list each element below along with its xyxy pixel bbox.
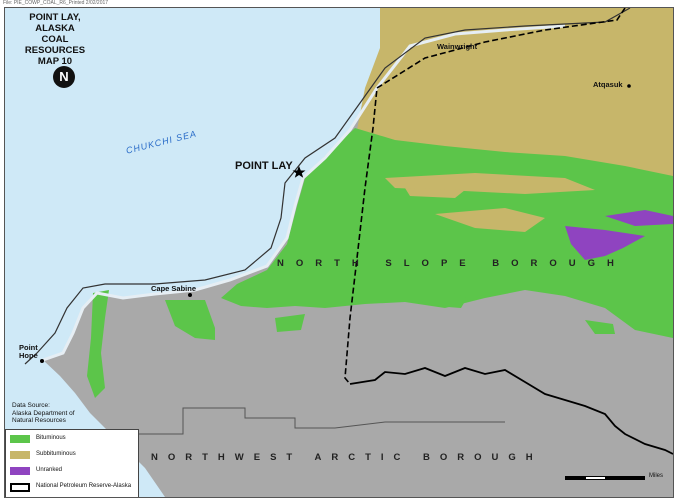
northwest-arctic-borough-label: NORTHWEST ARCTIC BOROUGH (151, 452, 543, 463)
point-lay-label: POINT LAY (235, 160, 293, 172)
point-hope-label: Point Hope (19, 343, 38, 360)
data-source: Data Source: Alaska Department of Natura… (12, 402, 75, 425)
subbituminous-swatch (10, 451, 30, 459)
legend-item-subbituminous: Subbituminous (10, 449, 138, 461)
title-line-3: MAP 10 (37, 56, 73, 67)
legend-label: Unranked (36, 467, 63, 473)
scale-unit: Miles (649, 473, 664, 479)
borough-boundary (135, 407, 505, 435)
subbituminous-region (355, 8, 673, 178)
data-source-line-1: Data Source: (12, 402, 50, 409)
legend-label: National Petroleum Reserve-Alaska (36, 483, 132, 489)
npra-south-boundary (349, 367, 673, 455)
map-title: POINT LAY, ALASKA COAL RESOURCES MAP 10 (13, 12, 97, 67)
bituminous-west (87, 290, 109, 398)
file-info-line: File: PIE_COWP_COAL_R6_Printed 2/02/2017 (3, 0, 109, 6)
subbituminous-band-1 (385, 173, 595, 194)
data-source-line-2: Alaska Department of (12, 409, 75, 417)
title-line-2: COAL RESOURCES (24, 34, 86, 56)
unranked-region-2 (605, 210, 673, 226)
legend-item-bituminous: Bituminous (10, 433, 138, 445)
subbituminous-band-2 (405, 188, 465, 198)
legend-label: Bituminous (36, 435, 66, 441)
title-line-1: POINT LAY, ALASKA (29, 12, 81, 34)
north-arrow-icon: N (53, 66, 75, 88)
scale-segment (585, 476, 607, 480)
scale-bar: Miles (565, 468, 665, 484)
wainwright-label: Wainwright (437, 42, 478, 51)
unranked-swatch (10, 467, 30, 475)
legend-item-unranked: Unranked (10, 465, 138, 477)
scale-segment (565, 476, 585, 480)
subbituminous-band-3 (435, 208, 545, 232)
cape-sabine-label: Cape Sabine (151, 284, 197, 293)
cape-sabine-dot (188, 293, 192, 297)
bituminous-cape-sabine (165, 300, 215, 340)
offshore-boundary (24, 8, 631, 365)
point-lay-star (292, 166, 306, 178)
point-hope-dot (40, 359, 44, 363)
map-canvas (5, 8, 673, 497)
unranked-region-1 (565, 226, 645, 260)
atqasuk-dot (627, 84, 631, 88)
legend-item-npra: National Petroleum Reserve-Alaska (10, 481, 138, 493)
bituminous-swatch (10, 435, 30, 443)
bituminous-patch-a (417, 290, 467, 308)
bituminous-patch-b (275, 314, 305, 332)
map-frame: POINT LAY, ALASKA COAL RESOURCES MAP 10 … (4, 7, 674, 498)
npra-swatch (10, 483, 30, 492)
north-slope-borough-label: NORTH SLOPE BOROUGH (277, 258, 626, 269)
scale-segment (605, 476, 645, 480)
atqasuk-label: Atqasuk (593, 80, 623, 89)
map-legend: Bituminous Subbituminous Unranked Nation… (5, 429, 139, 497)
npra-boundary (344, 8, 626, 385)
data-source-line-3: Natural Resources (12, 417, 66, 424)
legend-label: Subbituminous (36, 451, 76, 457)
bituminous-patch-c (585, 320, 615, 334)
